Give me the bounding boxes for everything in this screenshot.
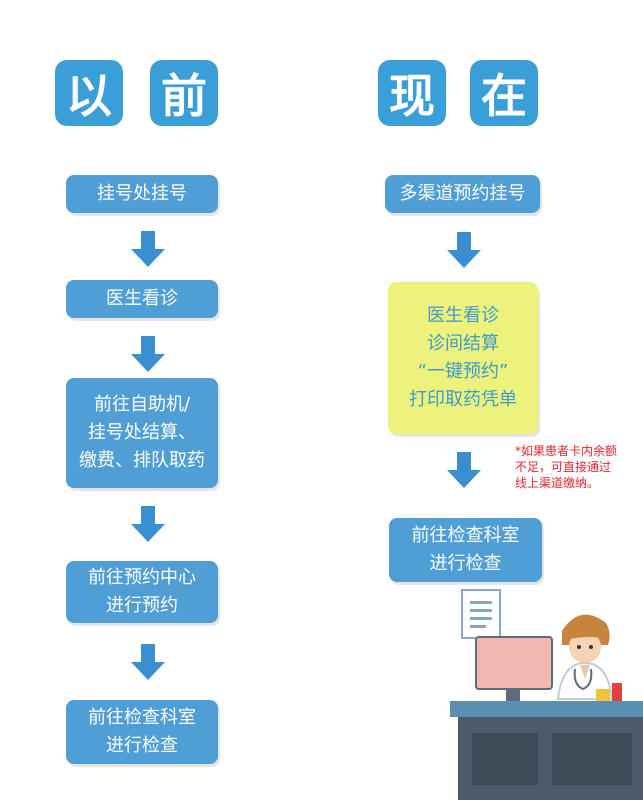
balance-note: *如果患者卡内余额 不足，可直接通过 线上渠道缴纳。 — [515, 443, 643, 491]
arrow-down-icon — [131, 231, 165, 267]
step-text: 诊间结算 — [427, 333, 499, 354]
before-step-1: 挂号处挂号 — [66, 175, 218, 213]
step-text: 前往检查科室 — [411, 525, 520, 546]
before-step-4: 前往预约中心 进行预约 — [66, 561, 218, 623]
before-step-3: 前往自助机/ 挂号处结算、 缴费、排队取药 — [66, 378, 218, 488]
now-step-2: 医生看诊 诊间结算 “一键预约” 打印取药凭单 — [388, 282, 538, 434]
arrow-down-icon — [447, 232, 481, 268]
step-text: 挂号处结算、 — [88, 422, 196, 443]
title-before-char-1: 以 — [55, 60, 123, 126]
step-text: 进行预约 — [106, 595, 178, 616]
doctor-desk-illustration — [450, 589, 643, 800]
step-text: 进行检查 — [429, 553, 502, 574]
arrow-down-icon — [131, 336, 165, 372]
step-text: 前往预约中心 — [88, 567, 196, 588]
now-step-3: 前往检查科室 进行检查 — [389, 518, 542, 582]
arrow-down-icon — [131, 506, 165, 542]
title-now-char-2: 在 — [470, 60, 538, 126]
step-text: “一键预约” — [417, 361, 509, 382]
arrow-down-icon — [131, 644, 165, 680]
before-step-2: 医生看诊 — [66, 280, 218, 318]
step-text: 医生看诊 — [427, 305, 499, 326]
arrow-down-icon — [447, 452, 481, 488]
step-text: 打印取药凭单 — [409, 389, 517, 410]
step-text: 医生看诊 — [106, 288, 178, 309]
before-step-5: 前往检查科室 进行检查 — [66, 700, 218, 764]
note-line: 线上渠道缴纳。 — [515, 476, 600, 490]
step-text: 缴费、排队取药 — [79, 450, 205, 471]
title-now-char-1: 现 — [378, 60, 446, 126]
note-line: *如果患者卡内余额 — [515, 444, 618, 458]
note-line: 不足，可直接通过 — [515, 460, 612, 474]
title-before-char-2: 前 — [150, 60, 218, 126]
step-text: 前往检查科室 — [88, 707, 196, 728]
now-step-1: 多渠道预约挂号 — [385, 175, 540, 213]
step-text: 挂号处挂号 — [97, 183, 187, 204]
step-text: 前往自助机/ — [93, 394, 191, 415]
step-text: 多渠道预约挂号 — [399, 183, 526, 204]
step-text: 进行检查 — [106, 735, 178, 756]
